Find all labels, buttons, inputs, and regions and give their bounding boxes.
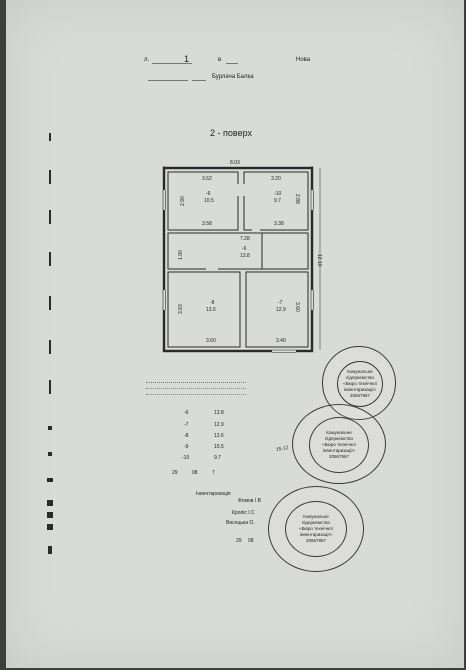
room-r8-number: -8 [210,300,215,306]
room-hall-number: -6 [242,246,247,252]
dim-r8-side: 3.83 [178,304,184,314]
margin-mark [47,500,53,506]
floor-plan [162,166,321,353]
room-hall-area: 13.8 [240,253,250,259]
room-r6-number: -6 [206,191,211,197]
header-underline-4 [192,80,206,81]
margin-mark [49,133,51,141]
room-r8-area: 13.6 [206,307,216,313]
dim-hall-side: 1.90 [178,250,184,260]
room-r7-number: -7 [278,300,283,306]
dim-overall-height: 12.10 [316,254,322,267]
header-underline [152,63,192,64]
dim-r6-side: 2.90 [180,196,186,206]
signature-name-1: Фомов І.В [238,498,261,504]
room-r6-area: 10.5 [204,198,214,204]
dim-overall-width: 8.03 [230,160,240,166]
dim-r6-top: 3.62 [202,176,212,182]
signatures-label: Інвентаризація [196,491,231,497]
header-number: 1 [184,54,190,64]
margin-mark [49,340,51,354]
floor-title: 2 - поверх [210,128,252,138]
margin-mark [49,170,51,184]
dim-r10-bottom: 3.38 [274,221,284,227]
room-r10-area: 9.7 [274,198,281,204]
dim-r7-side: 3.60 [294,302,300,312]
signature-name-2: Кроліс І.С [232,510,255,516]
signature-name-3: Висоцька О. [226,520,255,526]
header-address: Бурлача Балка [212,74,254,80]
signature-date-day: 29 [236,538,242,544]
header-underline-2 [226,63,238,64]
dim-r7-bottom: 3.40 [276,338,286,344]
margin-mark [47,512,53,518]
header-prefix: л. [144,57,150,63]
signature-date-month: 08 [248,538,254,544]
margin-mark [48,426,52,430]
margin-mark [49,210,51,224]
room-r10-number: -10 [274,191,282,197]
margin-mark [47,524,53,530]
margin-mark [47,478,53,482]
header-underline-3 [148,80,188,81]
dim-r10-top: 3.20 [271,176,281,182]
margin-mark [48,546,52,554]
margin-mark [49,252,51,266]
margin-mark [49,296,51,310]
dim-r8-bottom: 3.60 [206,338,216,344]
margin-mark [49,380,51,394]
room-r7-area: 12.9 [276,307,286,313]
header-in: в [218,57,222,63]
header-right: Нова [296,57,311,63]
dim-r6-bottom: 3.58 [202,221,212,227]
margin-mark [48,452,52,456]
dim-r10-side: 2.88 [294,194,300,204]
document-page: л. 1 в Нова Бурлача Балка 2 - поверх [6,0,464,668]
dim-hall-width: 7.28 [240,236,250,242]
